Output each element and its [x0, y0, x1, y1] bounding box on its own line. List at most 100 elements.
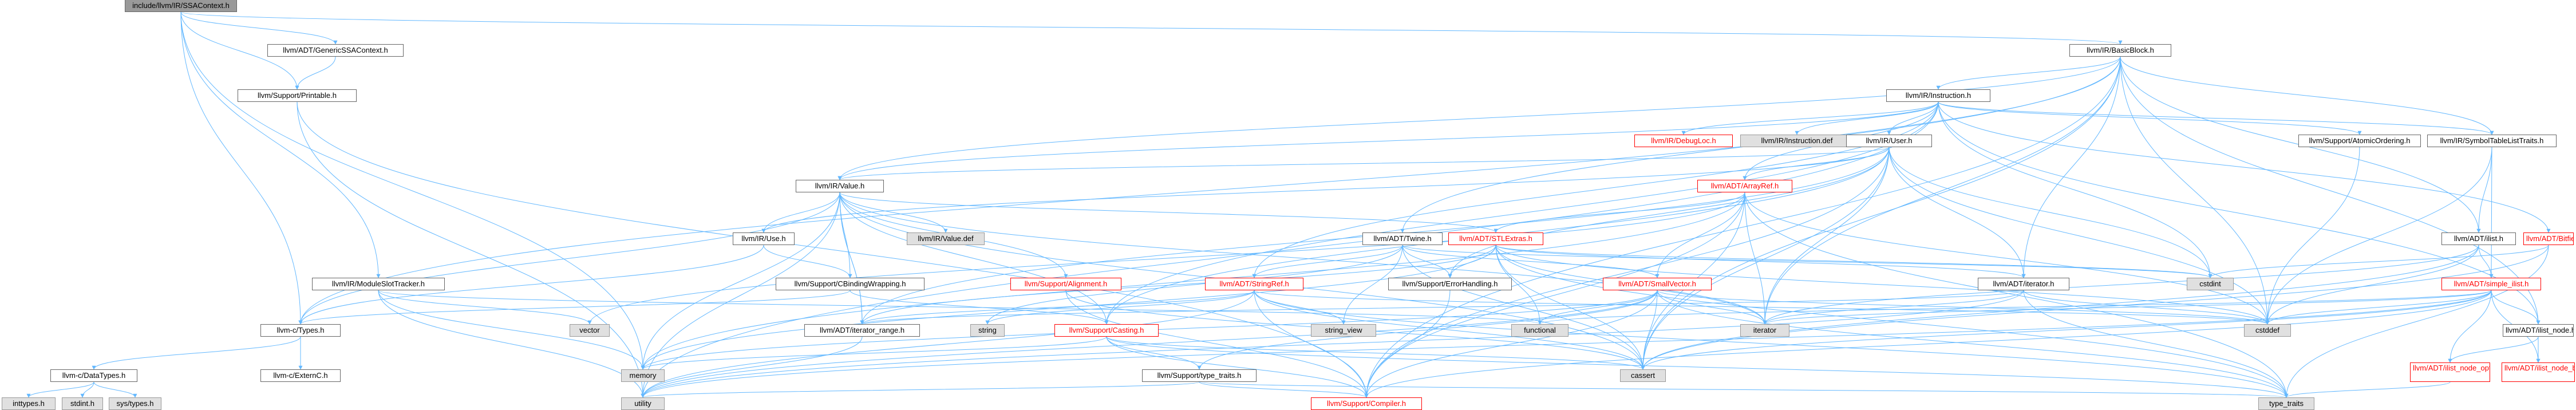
graph-node-arrayref[interactable]: llvm/ADT/ArrayRef.h — [1697, 180, 1792, 192]
graph-node-cdatatypes[interactable]: llvm-c/DataTypes.h — [50, 369, 137, 382]
graph-node-twine[interactable]: llvm/ADT/Twine.h — [1362, 232, 1443, 245]
graph-edge — [839, 192, 1498, 233]
graph-edge — [180, 11, 338, 45]
graph-edge — [180, 11, 381, 278]
graph-node-root[interactable]: include/llvm/IR/SSAContext.h — [125, 0, 237, 12]
graph-node-ctypes[interactable]: llvm-c/Types.h — [260, 324, 341, 337]
graph-node-inttypes[interactable]: inttypes.h — [2, 397, 56, 410]
graph-node-cexternc[interactable]: llvm-c/ExternC.h — [260, 369, 341, 382]
graph-edge — [1402, 245, 2212, 278]
graph-node-vector[interactable]: vector — [570, 324, 610, 337]
graph-edge — [1538, 290, 1658, 325]
graph-edge — [1448, 147, 1890, 278]
graph-edge — [1888, 147, 2212, 278]
graph-edge — [298, 245, 764, 325]
graph-node-basicblock[interactable]: llvm/IR/BasicBlock.h — [2069, 44, 2171, 57]
graph-node-adtiterator[interactable]: llvm/ADT/iterator.h — [1978, 278, 2069, 290]
graph-node-casting[interactable]: llvm/Support/Casting.h — [1054, 324, 1159, 337]
graph-node-instruction[interactable]: llvm/IR/Instruction.h — [1886, 89, 1990, 102]
graph-edge — [2476, 147, 2492, 233]
graph-edge — [1254, 290, 1369, 398]
graph-edge — [641, 192, 840, 398]
graph-node-typetraitsh[interactable]: llvm/Support/type_traits.h — [1142, 369, 1257, 382]
graph-node-utility[interactable]: utility — [621, 397, 665, 410]
graph-node-debugloc[interactable]: llvm/IR/DebugLoc.h — [1634, 135, 1733, 147]
graph-edge — [1341, 245, 1403, 325]
graph-node-user[interactable]: llvm/IR/User.h — [1846, 135, 1932, 147]
graph-node-stdint[interactable]: stdint.h — [62, 397, 103, 410]
graph-edge — [93, 381, 137, 398]
graph-edge — [1938, 101, 2362, 135]
graph-edge — [641, 381, 1200, 398]
graph-edge — [1763, 56, 2121, 325]
graph-node-string[interactable]: string — [970, 324, 1005, 337]
graph-edge — [1199, 381, 1369, 398]
graph-edge — [1252, 245, 1403, 278]
graph-node-simpleilist[interactable]: llvm/ADT/simple_ilist.h — [2441, 278, 2541, 290]
graph-edge — [761, 192, 840, 233]
graph-node-cassert[interactable]: cassert — [1620, 369, 1666, 382]
graph-edge — [587, 192, 1745, 325]
graph-node-atomicord[interactable]: llvm/Support/AtomicOrdering.h — [2298, 135, 2421, 147]
graph-edge — [837, 101, 1939, 180]
graph-edge — [1888, 147, 2026, 278]
graph-node-stditerator[interactable]: iterator — [1740, 324, 1789, 337]
graph-node-use[interactable]: llvm/IR/Use.h — [733, 232, 795, 245]
graph-node-iterrange[interactable]: llvm/ADT/iterator_range.h — [804, 324, 920, 337]
graph-node-systypes[interactable]: sys/types.h — [109, 397, 161, 410]
graph-node-symtab[interactable]: llvm/IR/SymbolTableListTraits.h — [2427, 135, 2557, 147]
graph-edge — [1657, 290, 1767, 325]
graph-edge — [641, 101, 1939, 398]
graph-node-errhandling[interactable]: llvm/Support/ErrorHandling.h — [1388, 278, 1512, 290]
graph-edge — [2489, 147, 2494, 278]
graph-edge — [92, 336, 301, 370]
graph-edge — [1641, 147, 1890, 370]
graph-node-functional[interactable]: functional — [1511, 324, 1568, 337]
graph-edge — [1641, 290, 2492, 370]
graph-edge — [297, 101, 645, 398]
graph-edge — [2023, 290, 2270, 325]
graph-node-stringref[interactable]: llvm/ADT/StringRef.h — [1205, 278, 1303, 290]
graph-node-value[interactable]: llvm/IR/Value.h — [796, 180, 884, 192]
graph-node-modslot[interactable]: llvm/IR/ModuleSlotTracker.h — [312, 278, 445, 290]
graph-node-memory[interactable]: memory — [621, 369, 665, 382]
graph-node-alignment[interactable]: llvm/Support/Alignment.h — [1010, 278, 1121, 290]
graph-node-typetraits[interactable]: type_traits — [2258, 397, 2314, 410]
graph-node-ilistbase[interactable]: llvm/ADT/ilist_node_base.h — [2502, 362, 2575, 382]
graph-edge — [641, 336, 1107, 370]
graph-node-cstddef[interactable]: cstddef — [2244, 324, 2291, 337]
graph-node-cbinding[interactable]: llvm/Support/CBindingWrapping.h — [776, 278, 924, 290]
graph-node-instdef[interactable]: llvm/IR/Instruction.def — [1740, 135, 1854, 147]
graph-edge — [180, 11, 299, 90]
graph-edge — [1744, 192, 2270, 325]
graph-edge — [839, 192, 1109, 325]
graph-edge — [2448, 336, 2539, 363]
graph-edge — [1938, 101, 2212, 278]
graph-edge — [641, 290, 2024, 398]
graph-edge — [2120, 56, 2270, 325]
graph-node-stlextras[interactable]: llvm/ADT/STLExtras.h — [1448, 232, 1543, 245]
graph-edge — [1743, 147, 1890, 180]
graph-edge — [641, 192, 840, 370]
graph-node-ilistopts[interactable]: llvm/ADT/ilist_node_options.h — [2410, 362, 2490, 382]
graph-edge — [1364, 56, 2121, 398]
graph-edge — [641, 290, 2492, 398]
graph-edge — [837, 147, 1890, 180]
graph-node-bitfields[interactable]: llvm/ADT/Bitfields.h — [2523, 232, 2574, 245]
graph-edge — [860, 290, 2024, 325]
graph-edge — [1364, 290, 1658, 398]
graph-node-ilistnode[interactable]: llvm/ADT/ilist_node.h — [2503, 324, 2574, 337]
graph-node-ilist[interactable]: llvm/ADT/ilist.h — [2441, 232, 2516, 245]
graph-edge — [1402, 245, 1645, 370]
graph-edge — [641, 192, 1745, 370]
graph-edge — [2021, 56, 2121, 278]
graph-node-cstdint[interactable]: cstdint — [2187, 278, 2234, 290]
graph-edge — [1641, 245, 2479, 370]
graph-node-stringview[interactable]: string_view — [1311, 324, 1376, 337]
graph-node-valuedef[interactable]: llvm/IR/Value.def — [907, 232, 985, 245]
graph-node-smallvector[interactable]: llvm/ADT/SmallVector.h — [1603, 278, 1712, 290]
graph-node-genericssa[interactable]: llvm/ADT/GenericSSAContext.h — [267, 44, 404, 57]
graph-node-compiler[interactable]: llvm/Support/Compiler.h — [1311, 397, 1422, 410]
graph-node-printable[interactable]: llvm/Support/Printable.h — [238, 89, 357, 102]
graph-edge — [295, 56, 336, 90]
